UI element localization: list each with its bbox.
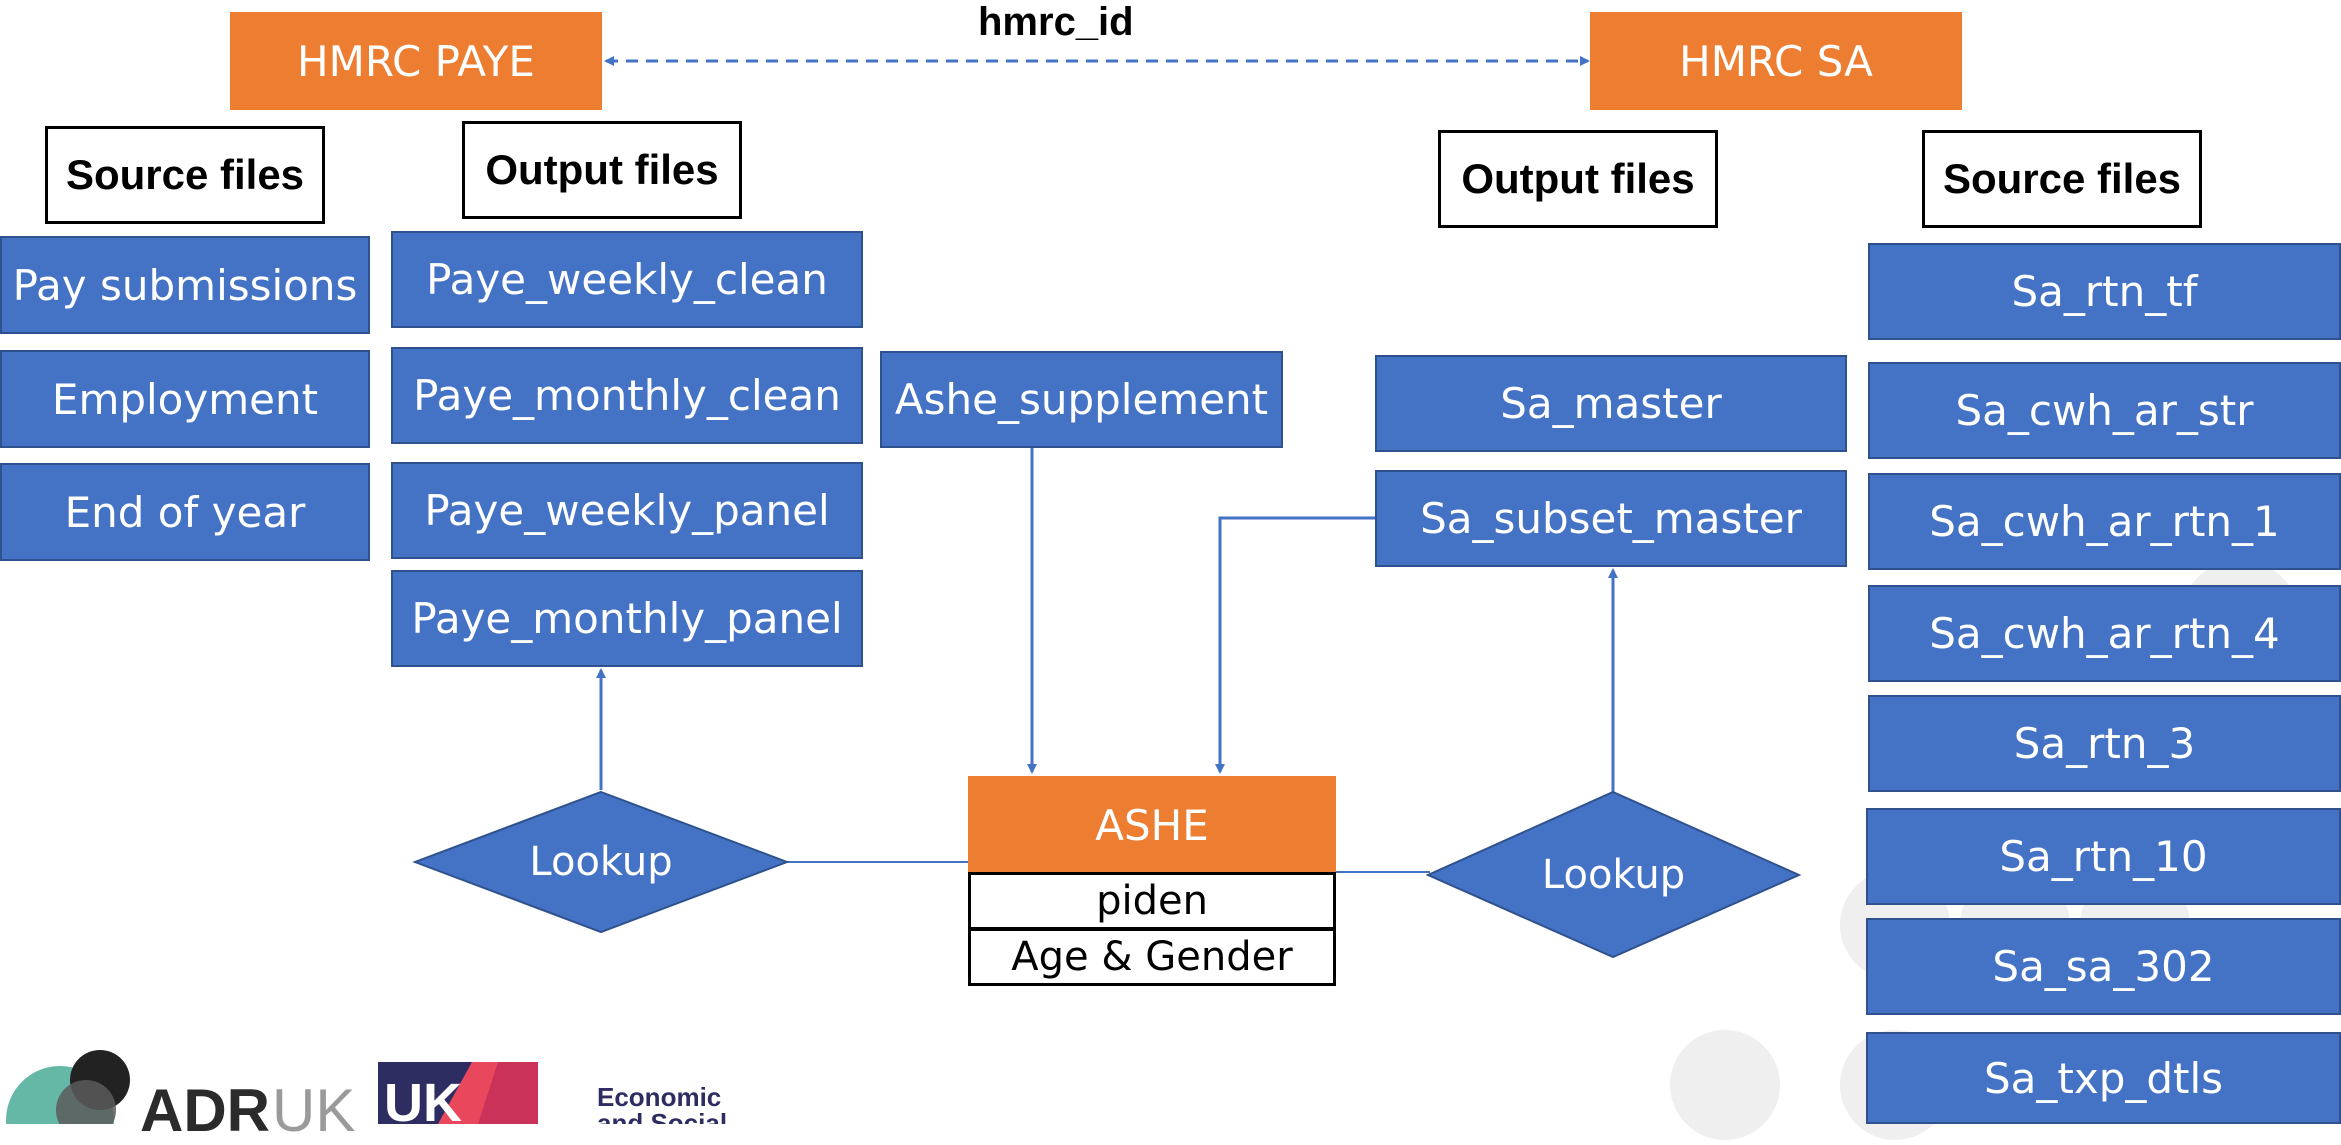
paye-source-file: Pay submissions (0, 236, 370, 334)
left-lookup-label: Lookup (529, 839, 673, 885)
right-lookup-label: Lookup (1541, 852, 1686, 898)
hmrc-id-label: hmrc_id (978, 0, 1134, 44)
sa-source-file: Sa_rtn_3 (1868, 695, 2341, 792)
ukri-logo: UK (378, 1062, 538, 1133)
hmrc-sa-title: HMRC SA (1590, 12, 1962, 110)
paye-output-files-header: Output files (462, 121, 742, 219)
adr-uk-wordmark-bold: ADR (140, 1077, 270, 1144)
esrc-line-2: and Social (597, 1108, 728, 1124)
left-lookup-diamond (412, 790, 790, 934)
esrc-logo-text: Economic and Social (597, 1082, 757, 1124)
sa-source-file: Sa_txp_dtls (1866, 1032, 2341, 1124)
paye-output-file: Paye_weekly_panel (391, 462, 863, 559)
sa-source-file: Sa_cwh_ar_rtn_1 (1868, 473, 2341, 570)
ashe-attribute: Age & Gender (968, 928, 1336, 986)
sa-output-file: Sa_subset_master (1375, 470, 1847, 567)
paye-output-file: Paye_monthly_clean (391, 347, 863, 444)
adr-uk-mark-icon (6, 1050, 130, 1124)
sa-source-file: Sa_cwh_ar_str (1868, 362, 2341, 459)
esrc-line-1: Economic (597, 1082, 722, 1112)
sa-output-files-header: Output files (1438, 130, 1718, 228)
right-lookup-diamond (1425, 790, 1802, 959)
sa-source-file: Sa_rtn_tf (1868, 243, 2341, 340)
ashe-attribute: piden (968, 872, 1336, 930)
sa-source-file: Sa_rtn_10 (1866, 808, 2341, 905)
paye-source-file: Employment (0, 350, 370, 448)
paye-output-file: Paye_monthly_panel (391, 570, 863, 667)
sa-output-file: Sa_master (1375, 355, 1847, 452)
paye-source-file: End of year (0, 463, 370, 561)
ukri-mark-text: UK (384, 1073, 462, 1133)
ukri-accent-icon (438, 1062, 538, 1124)
subset-master-to-ashe-arrow (1215, 516, 1375, 774)
adr-uk-wordmark-light: UK (272, 1077, 356, 1144)
ashe-entity: ASHE (968, 776, 1336, 874)
hmrc-paye-title: HMRC PAYE (230, 12, 602, 110)
sa-source-file: Sa_sa_302 (1866, 918, 2341, 1015)
adr-uk-logo: ADR UK (0, 1040, 360, 1144)
paye-source-files-header: Source files (45, 126, 325, 224)
paye-output-file: Paye_weekly_clean (391, 231, 863, 328)
sa-source-file: Sa_cwh_ar_rtn_4 (1868, 585, 2341, 682)
ashe-supplement: Ashe_supplement (880, 351, 1283, 448)
sa-source-files-header: Source files (1922, 130, 2202, 228)
background-circle (1670, 1030, 1780, 1140)
